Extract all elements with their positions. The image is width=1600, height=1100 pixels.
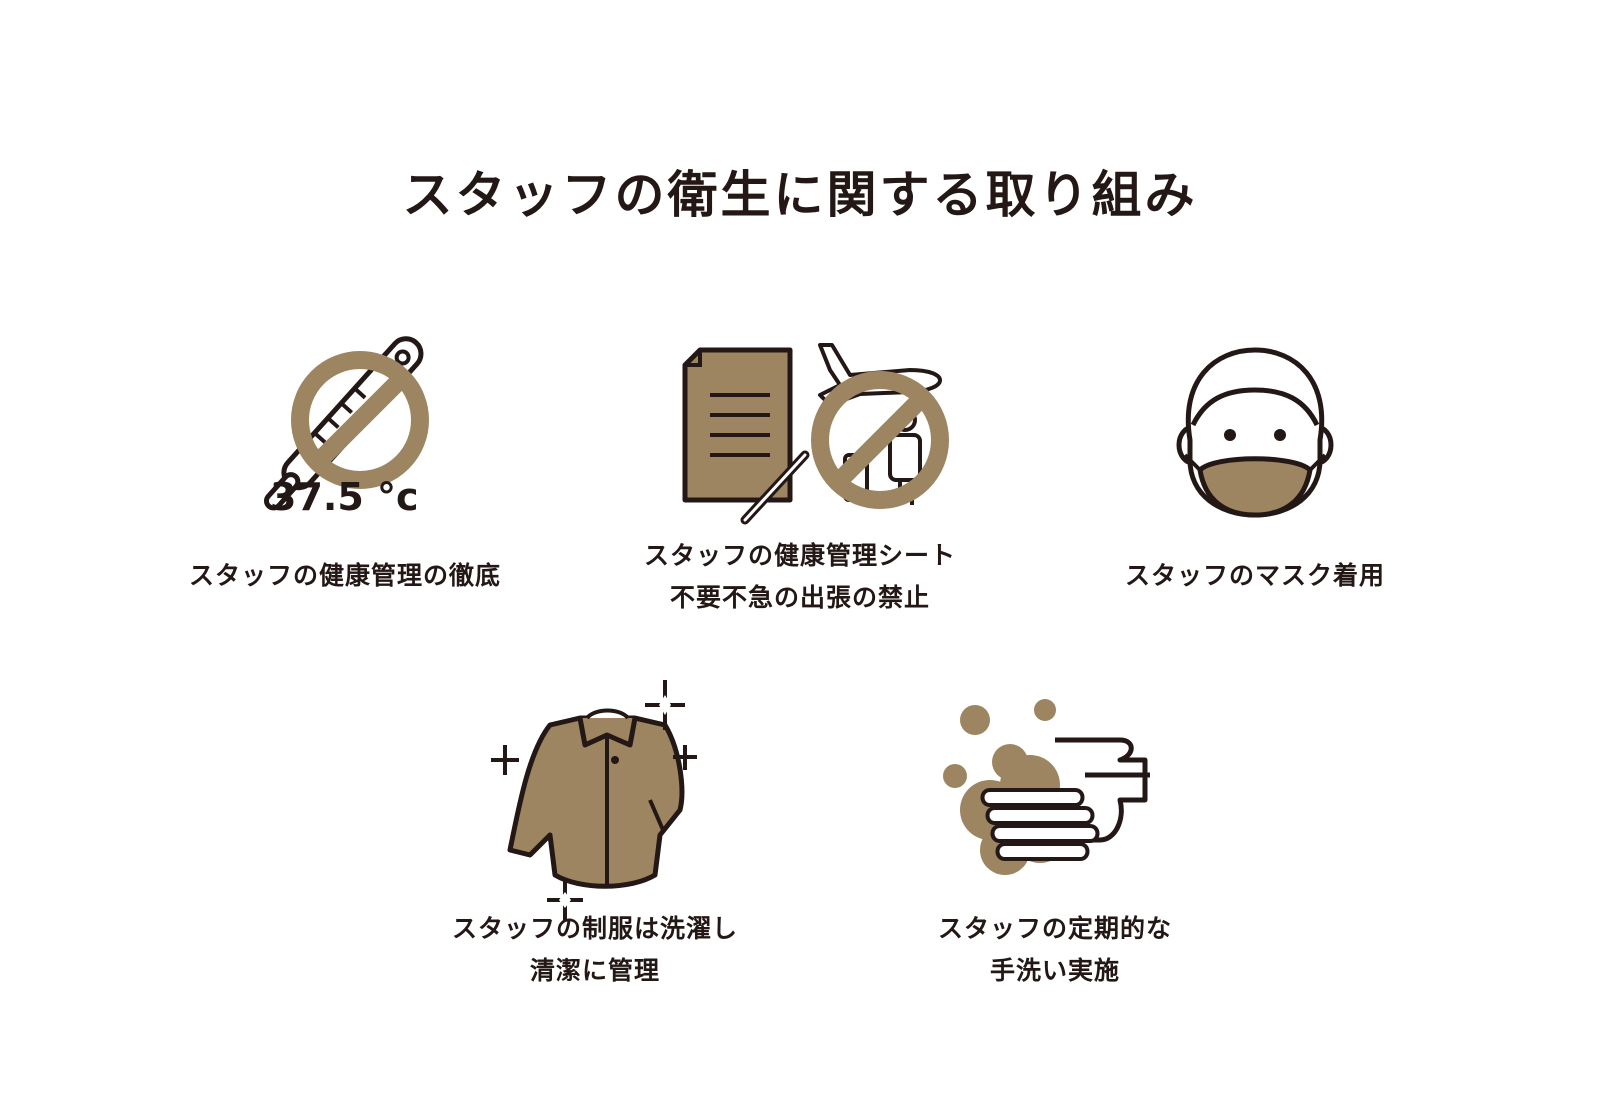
clean-uniform-jacket-icon: [491, 680, 697, 920]
hygiene-item-hand-washing: スタッフの定期的な 手洗い実施: [845, 680, 1265, 1010]
caption-line: 不要不急の出張の禁止: [669, 583, 930, 612]
caption-line: スタッフの定期的な: [937, 914, 1172, 943]
caption-line: 手洗い実施: [989, 956, 1120, 985]
face-mask-icon: [1176, 347, 1334, 518]
hygiene-item-health-sheet-travel: スタッフの健康管理シート 不要不急の出張の禁止: [590, 320, 1010, 640]
hygiene-item-uniform: スタッフの制服は洗濯し 清潔に管理: [385, 680, 805, 1010]
caption-line: スタッフの健康管理シート: [643, 541, 956, 570]
hygiene-item-mask: スタッフのマスク着用: [1045, 320, 1465, 640]
caption-hand-washing: スタッフの定期的な 手洗い実施: [845, 908, 1265, 992]
page-title: スタッフの衛生に関する取り組み: [402, 166, 1198, 224]
caption-health-check: スタッフの健康管理の徹底: [135, 555, 555, 597]
caption-line: スタッフの制服は洗濯し: [451, 914, 738, 943]
caption-line: スタッフのマスク着用: [1124, 561, 1385, 590]
caption-uniform: スタッフの制服は洗濯し 清潔に管理: [385, 908, 805, 992]
hygiene-item-health-check: 37.5 °c スタッフの健康管理の徹底: [135, 320, 555, 640]
thermometer-prohibited-icon: 37.5 °c: [263, 336, 429, 519]
temperature-label: 37.5 °c: [270, 475, 419, 519]
hand-washing-icon: [943, 699, 1150, 875]
caption-line: 清潔に管理: [529, 956, 660, 985]
caption-line: スタッフの健康管理の徹底: [188, 561, 501, 590]
health-sheet-no-travel-icon: [682, 343, 949, 525]
caption-mask: スタッフのマスク着用: [1045, 555, 1465, 597]
caption-health-sheet-travel: スタッフの健康管理シート 不要不急の出張の禁止: [590, 535, 1010, 619]
